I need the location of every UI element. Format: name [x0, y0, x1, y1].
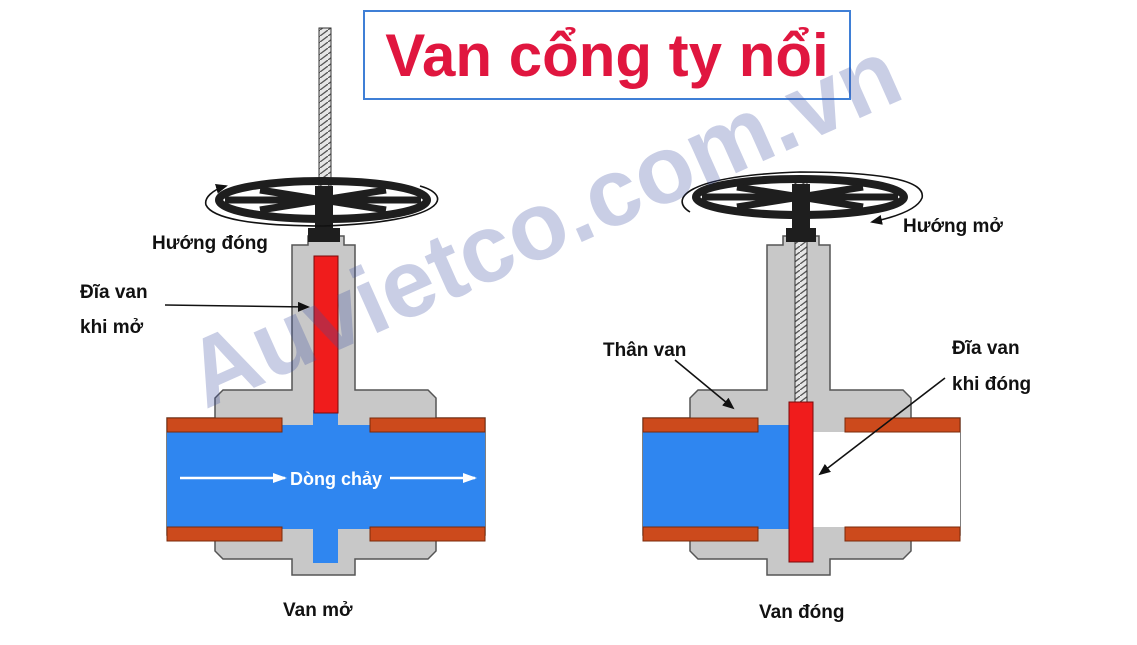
right-flow-downstream-empty [813, 432, 960, 527]
right-disc-pointer-arrow [818, 377, 946, 476]
left-disc-pointer-arrow [164, 301, 310, 312]
right-flange-top-left [642, 417, 759, 433]
page-title: Van cổng ty nổi [385, 21, 829, 89]
right-flange-bottom-right [844, 526, 961, 542]
right-gland-nut [786, 228, 816, 242]
right-flow-upstream [643, 425, 789, 529]
left-flange-bottom-right [369, 526, 486, 542]
left-disc-label-line2: khi mở [80, 317, 144, 338]
right-disc-label-line1: Đĩa van [952, 338, 1020, 359]
right-flange-bottom-left [642, 526, 759, 542]
left-flange-top-right [369, 417, 486, 433]
right-body-label: Thân van [603, 340, 687, 361]
left-flange-top-left [166, 417, 283, 433]
right-valve [642, 171, 961, 576]
right-valve-caption: Van đóng [759, 602, 845, 623]
right-rotation-arrow-icon [681, 171, 923, 225]
left-disc-label-line1: Đĩa van [80, 282, 148, 303]
left-rotation-arrow-icon [204, 183, 439, 227]
left-gland-nut [308, 228, 340, 242]
left-handwheel-hub [315, 186, 333, 230]
left-flange-bottom-left [166, 526, 283, 542]
left-direction-label: Hướng đóng [152, 233, 268, 254]
left-valve-caption: Van mở [283, 600, 353, 621]
title-box: Van cổng ty nổi [363, 10, 851, 100]
left-flow-cavity-top [313, 410, 338, 428]
left-flow-label: Dòng chảy [290, 469, 383, 489]
right-handwheel-hub [792, 184, 810, 228]
right-body-pointer-arrow [674, 359, 735, 410]
right-flange-top-right [844, 417, 961, 433]
left-valve [164, 27, 486, 576]
right-direction-label: Hướng mở [903, 216, 1003, 237]
left-valve-disc [313, 255, 339, 414]
right-disc-label-line2: khi đóng [952, 374, 1032, 395]
right-valve-disc [788, 401, 814, 563]
left-flow-cavity-bottom [313, 527, 338, 563]
